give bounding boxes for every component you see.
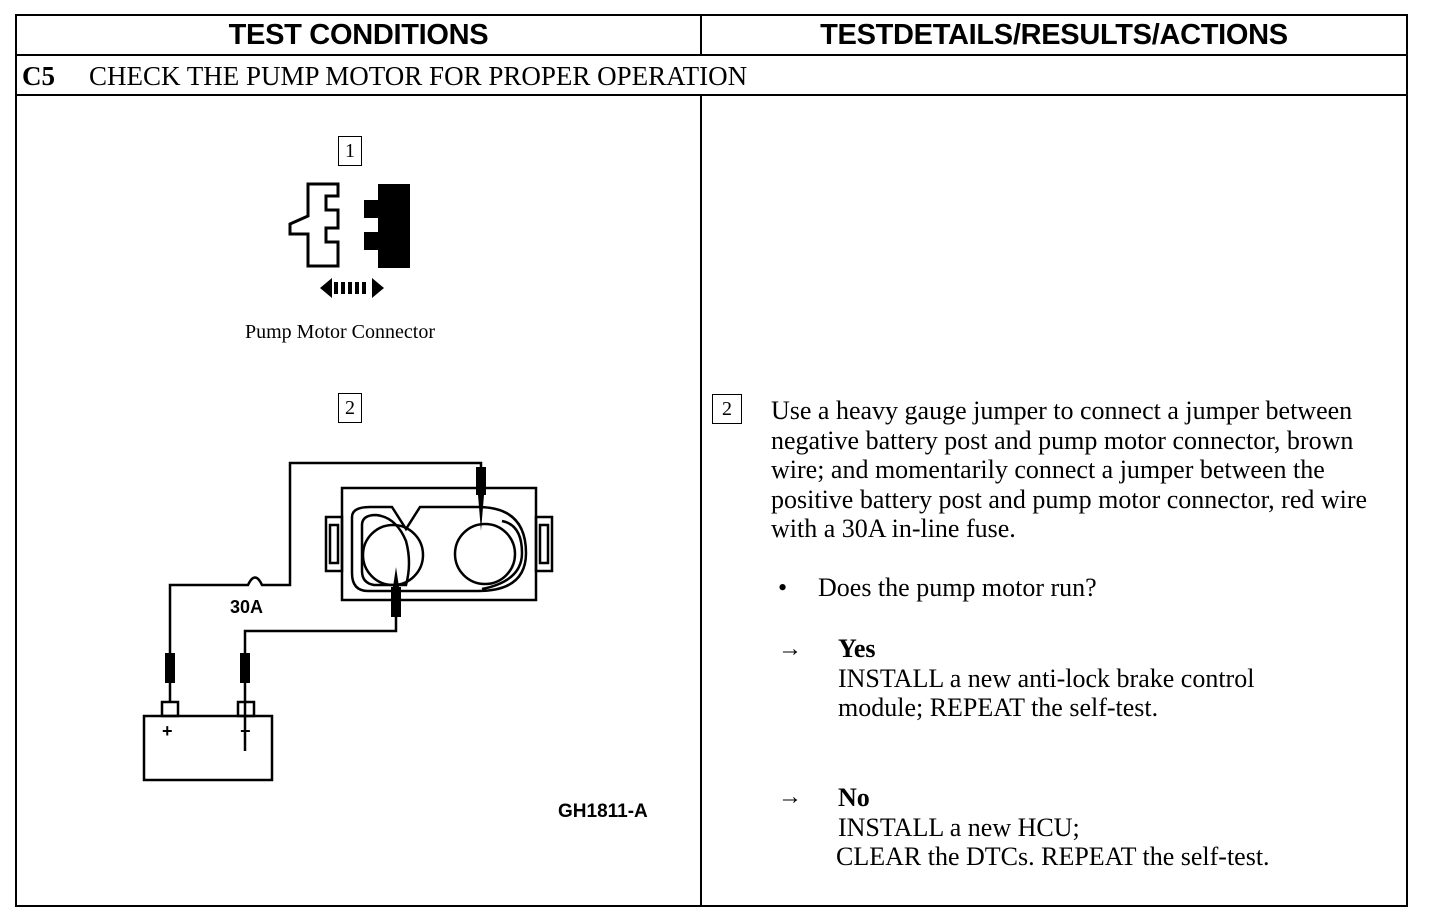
- section-divider: [15, 94, 1408, 96]
- step-1-box: 1: [338, 136, 362, 166]
- battery-plus-label: +: [162, 721, 173, 741]
- header-test-details: TESTDETAILS/RESULTS/ACTIONS: [820, 19, 1288, 51]
- section-code: C5: [22, 61, 55, 91]
- no-arrow-icon: →: [778, 784, 802, 810]
- body-column-divider: [700, 94, 702, 907]
- no-action-line-2: CLEAR the DTCs. REPEAT the self-test.: [836, 842, 1270, 871]
- figure-id: GH1811-A: [558, 801, 648, 822]
- yes-arrow-icon: →: [778, 636, 802, 662]
- step-2-box-right: 2: [712, 394, 742, 424]
- fuse-label: 30A: [230, 597, 263, 617]
- yes-action-line-1: INSTALL a new anti-lock brake control: [838, 664, 1255, 693]
- yes-action-line-2: module; REPEAT the self-test.: [838, 693, 1159, 722]
- yes-label: Yes: [838, 634, 876, 663]
- header-column-divider: [700, 14, 702, 55]
- section-title: CHECK THE PUMP MOTOR FOR PROPER OPERATIO…: [89, 61, 748, 91]
- question-bullet: •: [778, 573, 788, 602]
- header-divider: [15, 54, 1408, 56]
- step-2-box-left: 2: [338, 393, 362, 423]
- step-2-instructions: Use a heavy gauge jumper to connect a ju…: [771, 396, 1368, 543]
- battery-minus-label: −: [240, 721, 251, 741]
- no-action-line-1: INSTALL a new HCU;: [838, 813, 1080, 842]
- question-text: Does the pump motor run?: [818, 573, 1097, 602]
- jumper-wiring-diagram: + − 30A: [142, 461, 554, 782]
- pump-motor-connector-icon: [288, 182, 410, 298]
- header-test-conditions: TEST CONDITIONS: [228, 19, 489, 51]
- no-label: No: [838, 783, 870, 812]
- section-title-row: C5 CHECK THE PUMP MOTOR FOR PROPER OPERAT…: [22, 58, 747, 94]
- table-frame: [15, 14, 1408, 907]
- connector-caption: Pump Motor Connector: [245, 321, 435, 343]
